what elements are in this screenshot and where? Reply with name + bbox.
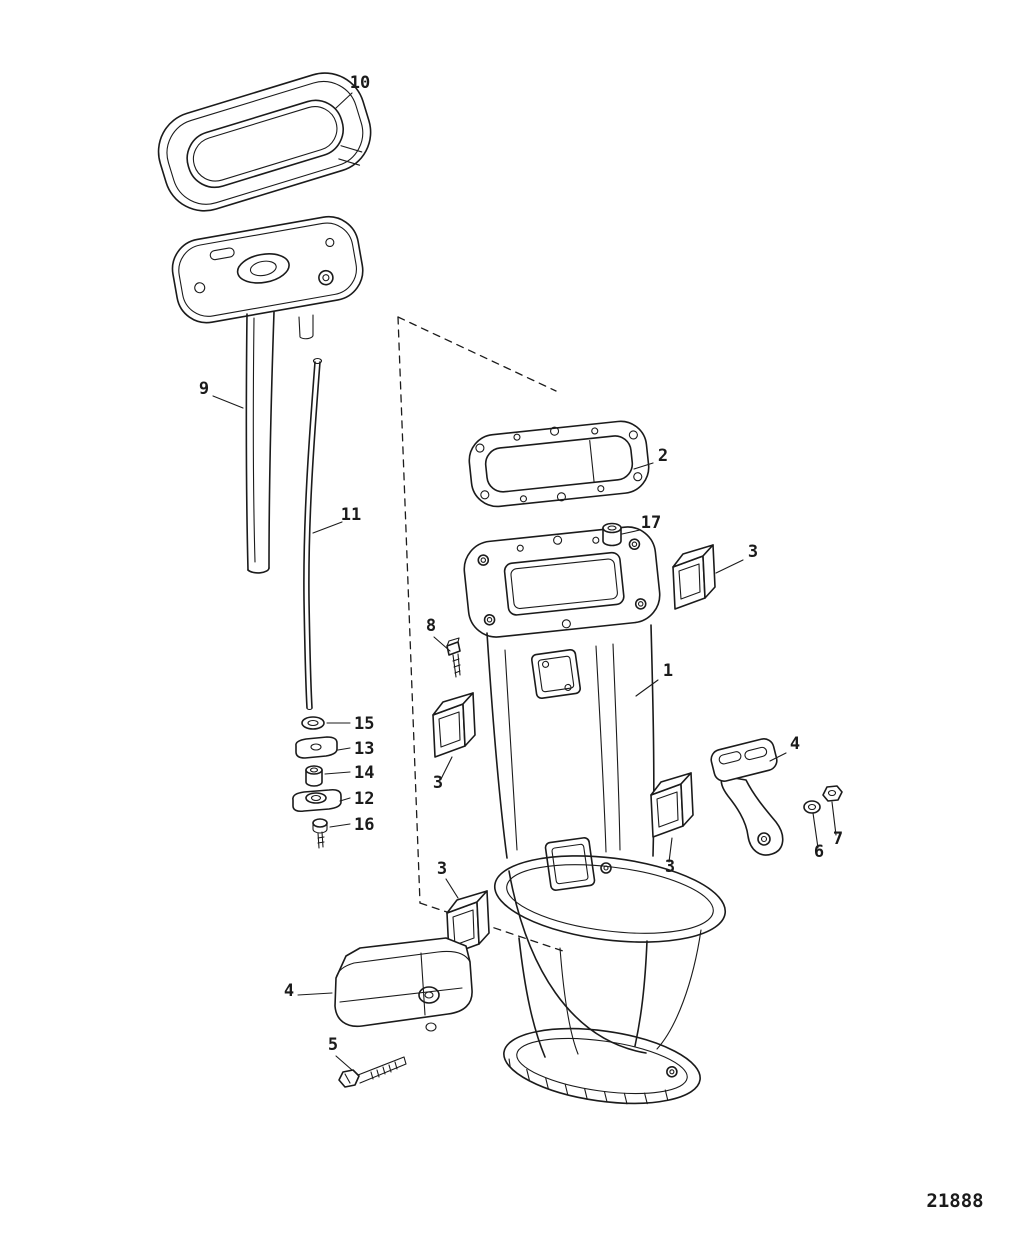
part-mount-block-top-right bbox=[672, 544, 716, 610]
callout-label-10: 10 bbox=[350, 73, 370, 93]
leader-lines bbox=[212, 92, 837, 1071]
part-handle-ring bbox=[157, 72, 372, 212]
callout-label-4b: 4 bbox=[284, 981, 294, 1001]
callout-label-6: 6 bbox=[814, 842, 824, 862]
callout-label-17: 17 bbox=[641, 513, 661, 533]
callout-label-3a: 3 bbox=[748, 542, 758, 562]
callout-label-3d: 3 bbox=[437, 859, 447, 879]
callout-label-2: 2 bbox=[658, 446, 668, 466]
callout-label-4a: 4 bbox=[790, 734, 800, 754]
part-screw bbox=[446, 637, 461, 678]
callout-label-12: 12 bbox=[354, 789, 374, 809]
part-anode-block bbox=[334, 937, 473, 1032]
callout-label-1: 1 bbox=[663, 661, 673, 681]
part-bolt bbox=[338, 1056, 407, 1088]
part-shift-rod bbox=[303, 357, 323, 711]
callout-label-5: 5 bbox=[328, 1035, 338, 1055]
callout-label-3c: 3 bbox=[665, 857, 675, 877]
part-nut bbox=[822, 785, 843, 802]
part-gasket bbox=[468, 420, 650, 508]
part-exhaust-plate-and-tube bbox=[171, 215, 364, 574]
part-plug bbox=[602, 522, 622, 547]
assembly-boundary-dashed bbox=[397, 316, 567, 953]
callout-label-11: 11 bbox=[341, 505, 361, 525]
callout-label-15: 15 bbox=[354, 714, 374, 734]
callout-label-13: 13 bbox=[354, 739, 374, 759]
part-hardware-stack bbox=[292, 716, 342, 849]
drawing-number: 21888 bbox=[926, 1190, 983, 1212]
part-bracket bbox=[710, 738, 784, 856]
part-mount-block-right bbox=[650, 772, 694, 838]
callout-label-7: 7 bbox=[833, 829, 843, 849]
part-mount-block-left bbox=[432, 692, 476, 758]
callout-label-3b: 3 bbox=[433, 773, 443, 793]
callout-label-9: 9 bbox=[199, 379, 209, 399]
callout-label-14: 14 bbox=[354, 763, 374, 783]
callout-label-16: 16 bbox=[354, 815, 374, 835]
callout-label-8: 8 bbox=[426, 616, 436, 636]
part-washer bbox=[803, 800, 821, 814]
part-driveshaft-housing bbox=[463, 526, 727, 1105]
